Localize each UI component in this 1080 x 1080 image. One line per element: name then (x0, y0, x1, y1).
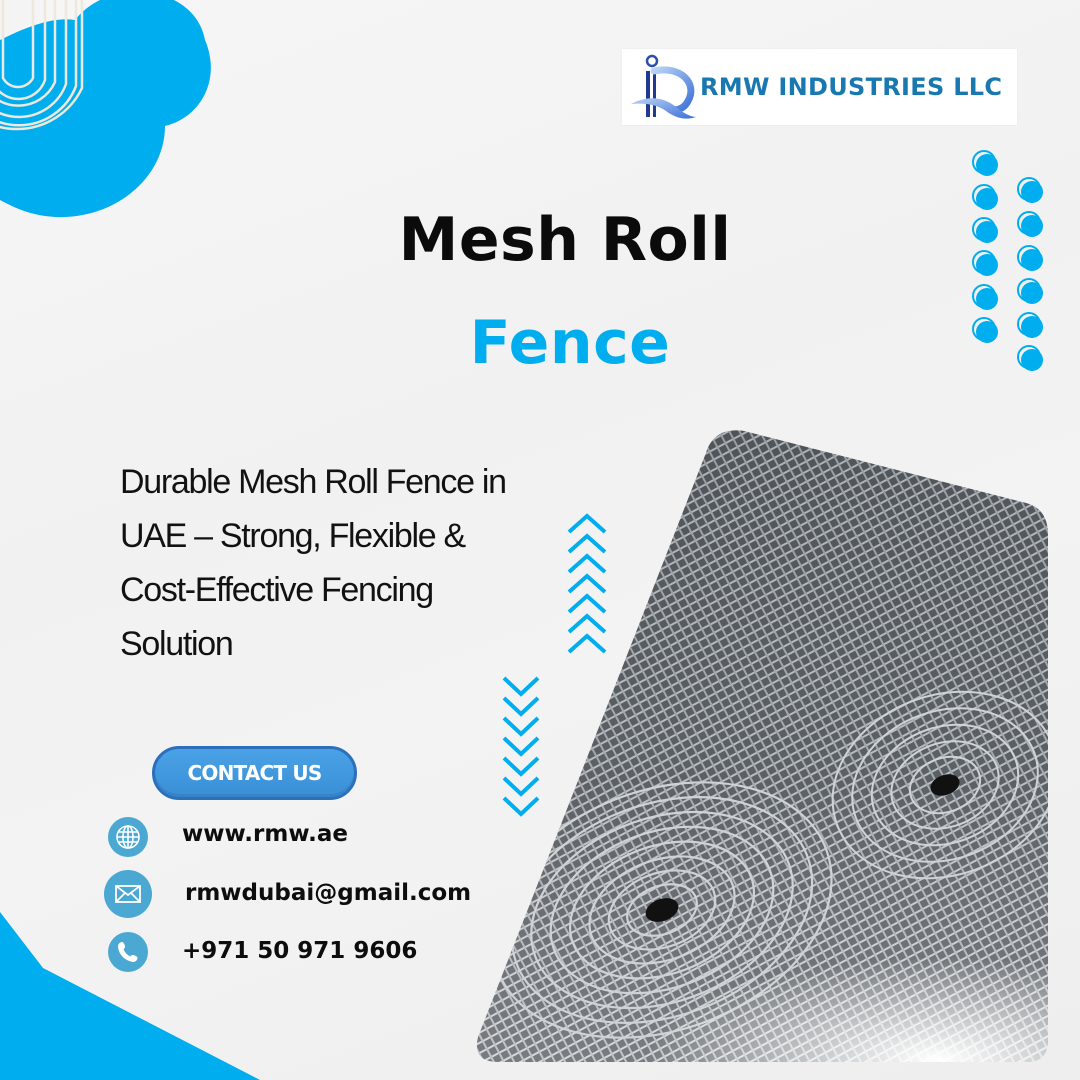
product-image-mesh-rolls (476, 430, 1048, 1063)
dot-icon (972, 184, 998, 210)
description-line: Solution (120, 625, 234, 663)
headline-line1: Mesh Roll (398, 205, 732, 275)
dot-icon (1017, 177, 1043, 203)
description-line: UAE – Strong, Flexible & (120, 517, 466, 555)
website-link[interactable]: www.rmw.ae (182, 821, 348, 847)
headline-line2: Fence (469, 308, 671, 378)
dot-icon (1017, 278, 1043, 304)
phone-link[interactable]: +971 50 971 9606 (182, 938, 418, 964)
description-line: Cost-Effective Fencing (120, 571, 434, 609)
cloud-decoration (0, 0, 211, 218)
dot-icon (1017, 245, 1043, 271)
chevrons-up-decoration (567, 513, 607, 654)
brand-logo: RMW INDUSTRIES LLC (622, 49, 1017, 125)
phone-icon (108, 932, 148, 972)
chevrons-down-decoration (502, 676, 540, 817)
dot-icon (972, 250, 998, 276)
dot-icon (1017, 211, 1043, 237)
brand-name: RMW INDUSTRIES LLC (700, 73, 1003, 101)
description-line: Durable Mesh Roll Fence in (120, 463, 507, 501)
dot-icon (972, 284, 998, 310)
contact-us-button[interactable]: CONTACT US (152, 746, 357, 800)
globe-icon (108, 817, 148, 857)
email-link[interactable]: rmwdubai@gmail.com (185, 880, 472, 906)
dot-icon (1017, 312, 1043, 338)
dot-icon (1017, 345, 1043, 371)
logo-mark-icon (631, 54, 696, 119)
product-description: Durable Mesh Roll Fence in UAE – Strong,… (120, 455, 560, 671)
dot-icon (972, 217, 998, 243)
envelope-icon (104, 870, 152, 918)
dot-icon (972, 150, 998, 176)
contact-us-label: CONTACT US (187, 761, 323, 785)
dot-icon (972, 317, 998, 343)
